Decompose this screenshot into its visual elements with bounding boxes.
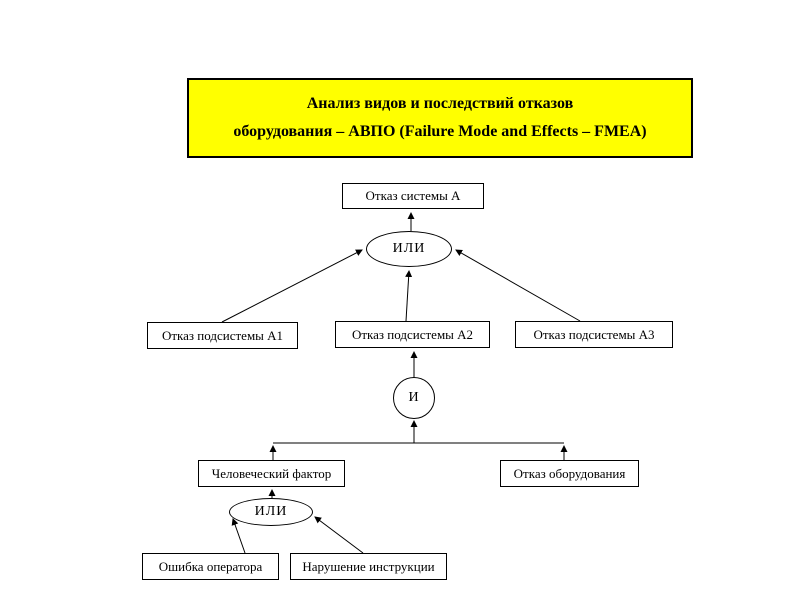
edge-sub1-to-or1 [221, 249, 363, 323]
node-subsystem-a3-failure: Отказ подсистемы А3 [515, 321, 673, 348]
gate-and: И [393, 377, 435, 419]
node-human-factor: Человеческий фактор [198, 460, 345, 487]
node-system-failure: Отказ системы А [342, 183, 484, 209]
gate-or-top: ИЛИ [366, 231, 452, 267]
node-subsystem-a1-failure: Отказ подсистемы А1 [147, 322, 298, 349]
title-banner: Анализ видов и последствий отказов обору… [187, 78, 693, 158]
edge-sub3-to-or1 [455, 249, 581, 322]
gate-or-bottom: ИЛИ [229, 498, 313, 526]
node-instruction-violation: Нарушение инструкции [290, 553, 447, 580]
node-equipment-failure: Отказ оборудования [500, 460, 639, 487]
edge-operror-to-or2 [231, 518, 246, 554]
edge-sub2-to-or1 [405, 270, 413, 322]
node-subsystem-a2-failure: Отказ подсистемы А2 [335, 321, 490, 348]
node-operator-error: Ошибка оператора [142, 553, 279, 580]
edge-instruction-to-or2 [314, 516, 364, 554]
title-line-2: оборудования – АВПО (Failure Mode and Ef… [233, 123, 647, 140]
title-line-1: Анализ видов и последствий отказов [306, 95, 574, 112]
